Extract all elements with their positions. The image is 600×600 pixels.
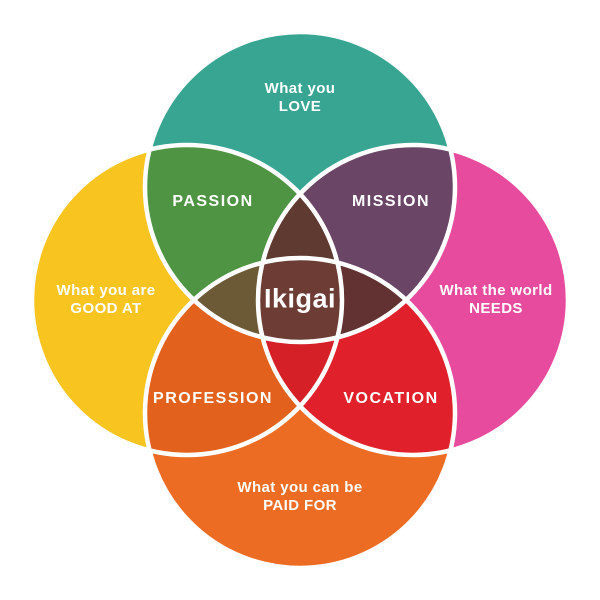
label-paid-for: What you can be PAID FOR: [237, 479, 362, 515]
label-paid-for-line2: PAID FOR: [263, 497, 337, 514]
label-passion: PASSION: [172, 193, 254, 210]
label-needs-line2: NEEDS: [469, 300, 523, 317]
label-good-at-line1: What you are: [56, 282, 156, 299]
label-vocation: VOCATION: [343, 390, 439, 407]
label-needs-line1: What the world: [439, 282, 553, 299]
label-love: What you LOVE: [265, 80, 336, 116]
label-love-line2: LOVE: [278, 98, 322, 115]
label-profession: PROFESSION: [153, 390, 273, 407]
label-paid-for-line1: What you can be: [237, 479, 363, 496]
label-good-at-line2: GOOD AT: [70, 300, 142, 317]
label-needs: What the world NEEDS: [439, 282, 552, 318]
label-good-at: What you are GOOD AT: [57, 282, 156, 318]
label-mission: MISSION: [351, 193, 431, 210]
label-love-line1: What you: [264, 80, 336, 97]
circle-outlines: [29, 29, 571, 571]
label-ikigai: Ikigai: [263, 283, 337, 314]
